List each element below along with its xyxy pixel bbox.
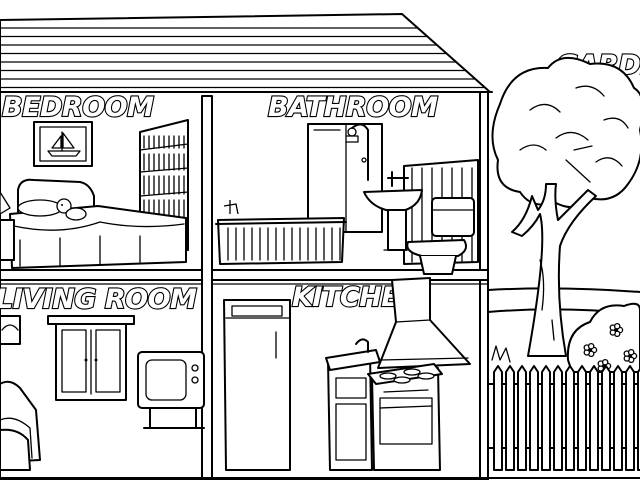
armchair-icon [0,380,41,471]
shower-icon [307,123,383,233]
bathroom-room: BATHROOM [215,91,479,275]
bathroom-label: BATHROOM [268,92,438,123]
roof [0,13,493,93]
tv-icon [137,351,205,429]
house-frame [0,91,640,480]
tree-icon [491,57,640,357]
nightstand-icon [0,191,15,261]
bush-icon [566,302,640,374]
bedroom-label: BEDROOM [2,92,154,123]
fridge-icon [223,299,291,471]
living-room: LIVING ROOM [0,283,205,471]
stove-icon [367,363,443,471]
kitchen-room: KITCHEN [223,277,471,471]
window-icon [0,315,21,345]
cabinet-icon [47,315,135,401]
bed-icon [9,178,187,269]
toilet-icon [406,197,475,275]
kitchen-counter-icon [325,338,381,471]
garden-area: GARDEN [487,49,640,471]
bathtub-icon [215,200,347,265]
sink-icon [363,171,423,251]
range-hood-icon [377,277,471,369]
bedroom-room: BEDROOM [0,91,189,269]
picket-fence-icon [487,365,640,471]
boat-picture-icon [33,121,93,167]
living-room-label: LIVING ROOM [0,284,197,315]
